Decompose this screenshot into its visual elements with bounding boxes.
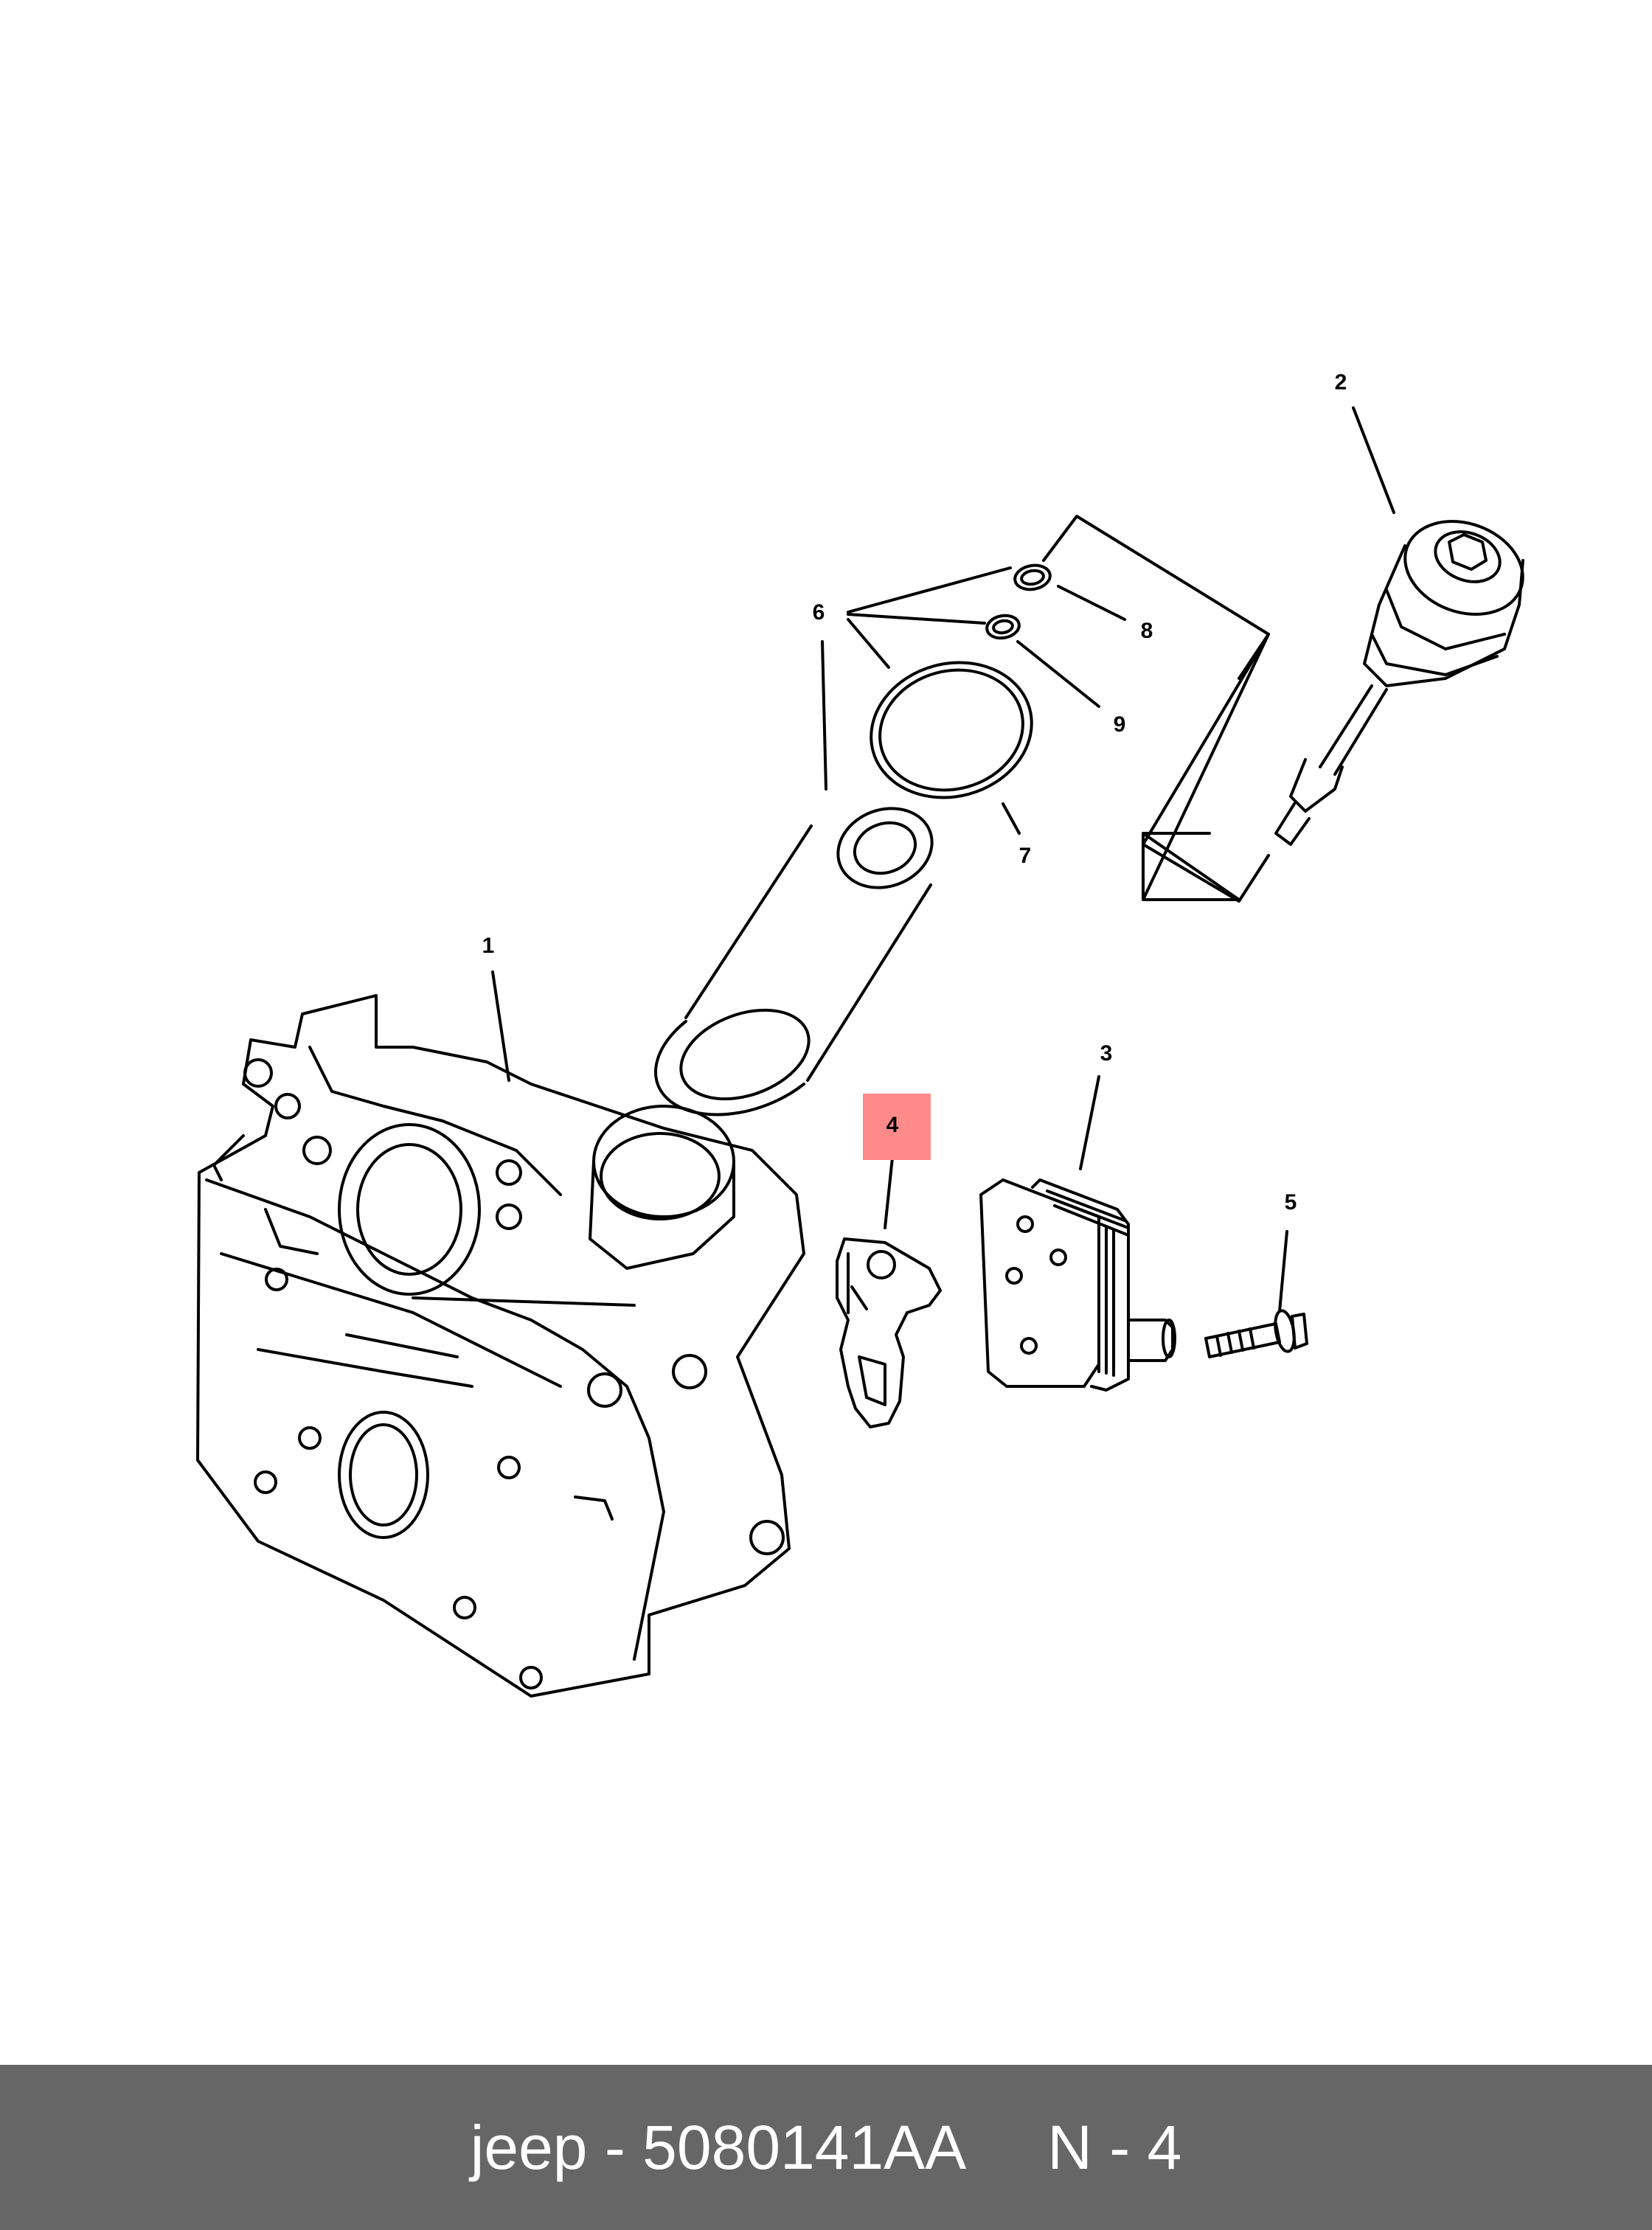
small-o-ring-9-inner <box>992 619 1014 635</box>
leader-line-8 <box>1057 585 1126 621</box>
leader-line-6a <box>847 566 1012 614</box>
leader-line-2 <box>1352 406 1395 514</box>
footer-bar: jeep - 5080141AA N - 4 <box>0 2065 1652 2230</box>
leader-line-9 <box>1016 640 1100 708</box>
callout-5: 5 <box>1285 1190 1297 1215</box>
timing-cover-housing <box>196 994 805 1698</box>
callout-3: 3 <box>1100 1041 1113 1066</box>
leader-line-6d <box>821 640 827 791</box>
callout-4: 4 <box>886 1113 899 1137</box>
kit-bracket-lower <box>1142 633 1270 903</box>
kit-bracket <box>1042 515 1270 901</box>
callout-8: 8 <box>1141 619 1153 643</box>
callout-2: 2 <box>1335 370 1347 395</box>
leader-line-4 <box>884 1156 894 1229</box>
small-o-ring-8 <box>1013 563 1052 591</box>
leader-line-6b <box>847 613 986 625</box>
bolt <box>1204 1309 1308 1358</box>
oil-filter-cap <box>1274 520 1524 846</box>
leader-line-1 <box>491 970 510 1082</box>
reference-label: N - 4 <box>1047 2112 1182 2182</box>
oil-filter-element <box>654 807 934 1116</box>
part-number-label: jeep - 5080141AA <box>470 2112 967 2182</box>
parts-diagram: 1 2 3 4 5 6 7 8 9 <box>196 370 1524 1698</box>
small-o-ring-8-inner <box>1020 569 1045 586</box>
highlight-box <box>863 1094 931 1160</box>
callout-1: 1 <box>482 934 495 958</box>
large-o-ring <box>870 661 1033 799</box>
leader-line-6c <box>847 618 890 669</box>
leader-line-7 <box>1002 802 1021 835</box>
oil-cooler <box>979 1178 1176 1392</box>
callout-6: 6 <box>813 600 825 625</box>
oil-cooler-gasket <box>836 1237 942 1428</box>
leader-line-5 <box>1278 1230 1288 1313</box>
small-o-ring-9 <box>985 614 1021 640</box>
leader-line-3 <box>1079 1075 1100 1170</box>
callout-9: 9 <box>1114 712 1126 737</box>
callout-7: 7 <box>1019 844 1032 868</box>
